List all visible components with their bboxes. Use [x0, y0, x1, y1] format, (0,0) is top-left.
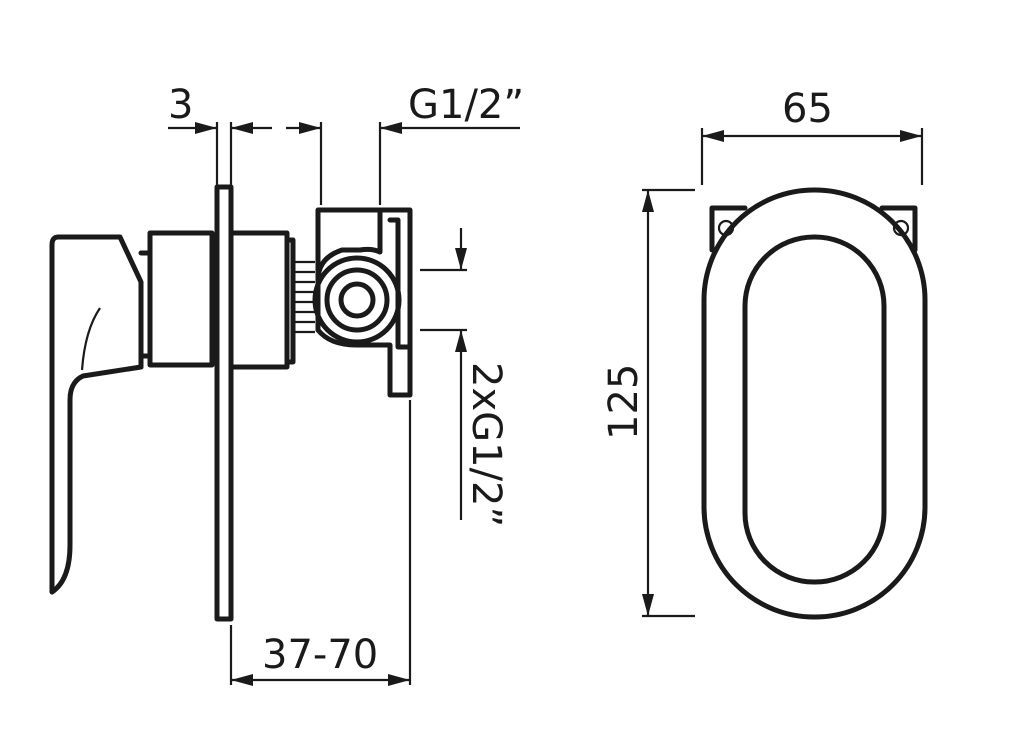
outlet-middle-ring: [324, 267, 390, 333]
cover-plate-inner: [742, 234, 887, 585]
dim-top-thread: G1/2”: [286, 82, 524, 205]
dim-cover-height: 125: [601, 188, 695, 618]
mounting-lug-right: [879, 205, 918, 253]
dim-label-125: 125: [601, 364, 647, 440]
dim-outlet-thread: 2xG1/2”: [420, 228, 509, 527]
collar-thread: [293, 260, 315, 334]
handle-body: [147, 230, 215, 368]
collar: [228, 230, 290, 370]
dim-label-outlet-thread: 2xG1/2”: [463, 362, 509, 527]
mounting-lug-left: [709, 205, 748, 253]
wall-plate: [214, 184, 234, 622]
outlet-outer-ring: [312, 255, 402, 345]
dim-label-top-thread: G1/2”: [408, 82, 524, 128]
dim-label-65: 65: [782, 86, 833, 132]
cover-plate-outer: [701, 187, 928, 620]
handle-body-step: [138, 250, 153, 359]
valve-body-right: [377, 207, 413, 350]
dim-depth: 37-70: [229, 400, 412, 686]
dim-cover-width: 65: [700, 86, 924, 185]
outlet-inner-ring: [338, 281, 376, 319]
side-view: 3 G1/2” 2xG1/2”: [49, 82, 524, 686]
dim-label-depth: 37-70: [262, 632, 378, 678]
valve-body: [315, 207, 383, 283]
lever-inner-curve: [80, 307, 101, 371]
valve-body-lower: [315, 327, 413, 398]
front-view: 65 125: [601, 86, 928, 620]
dim-plate-thickness: 3: [168, 82, 272, 185]
dim-label-3: 3: [168, 82, 193, 128]
lever-handle: [49, 234, 144, 595]
